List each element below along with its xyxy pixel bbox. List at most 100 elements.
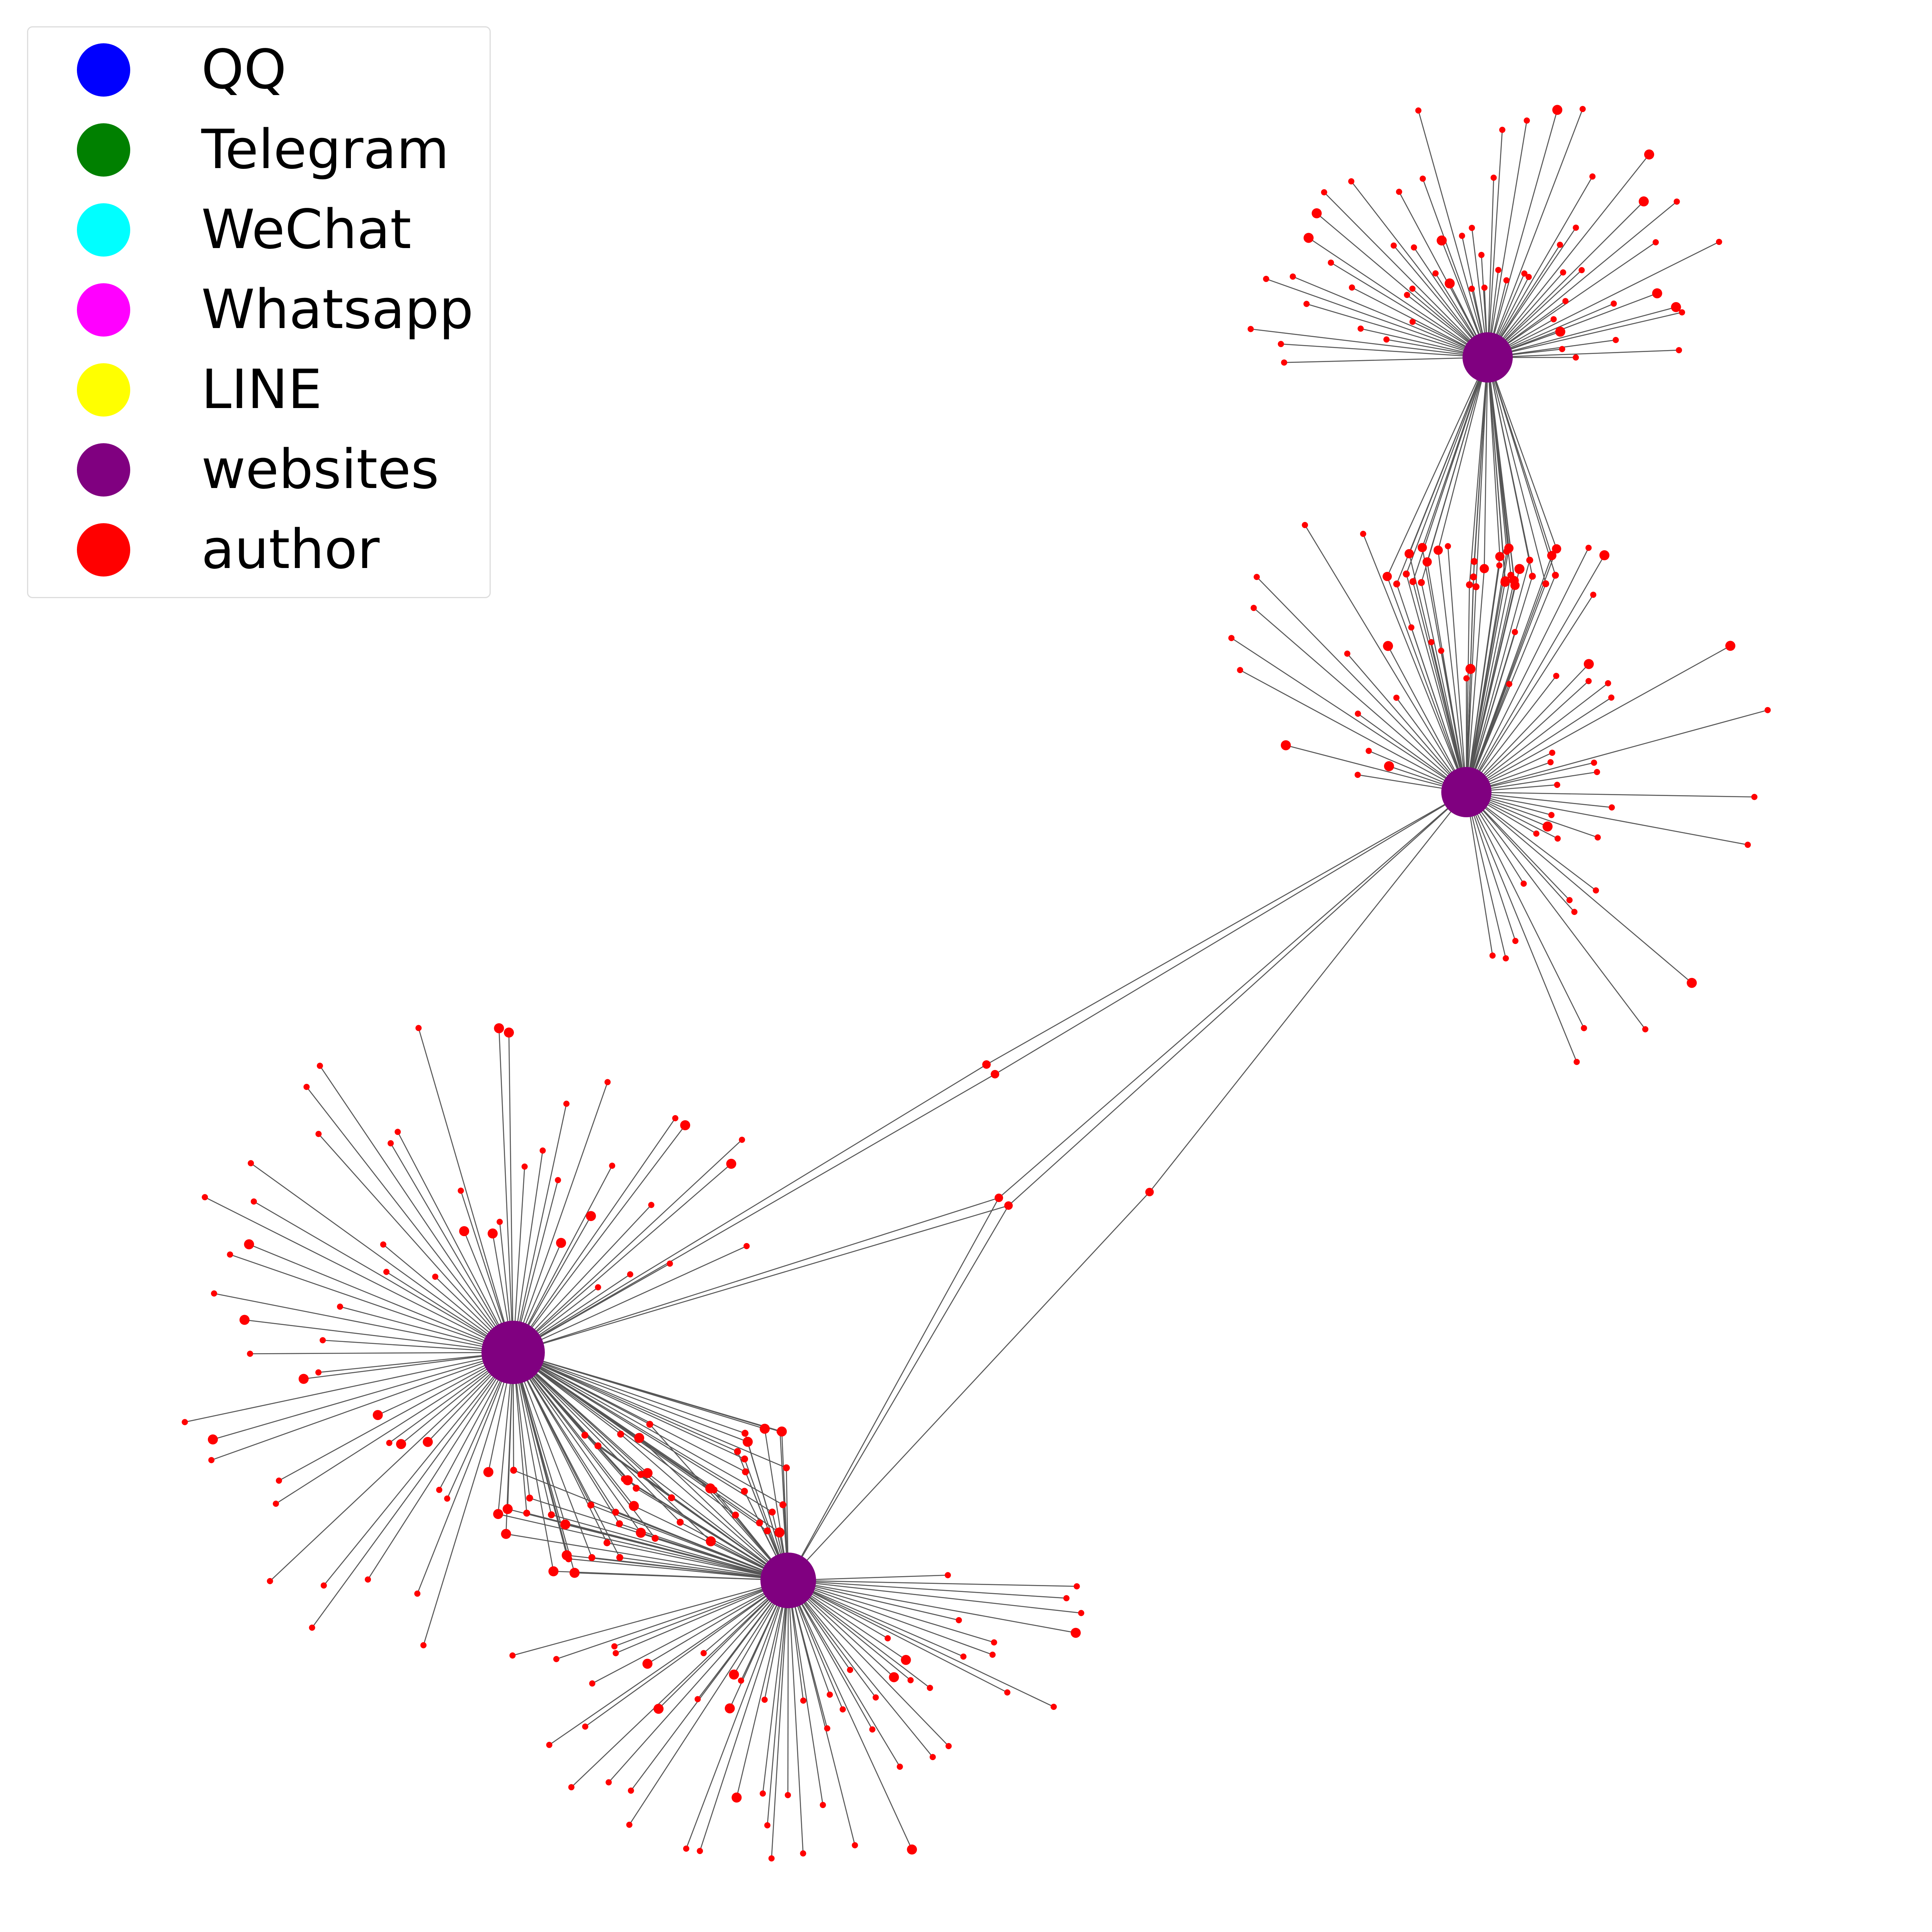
author-node-132: [372, 1410, 383, 1420]
author-node-157: [457, 1187, 464, 1194]
author-node-285: [548, 1511, 555, 1519]
edge-10: [1330, 262, 1488, 358]
author-node-276: [668, 1494, 675, 1502]
author-node-45: [1578, 267, 1585, 274]
edge-197: [787, 1580, 933, 1758]
author-node-100: [1609, 804, 1615, 811]
edge-407: [788, 1192, 1150, 1581]
edge-224: [608, 1580, 789, 1783]
edge-17: [1351, 181, 1488, 358]
author-node-279: [732, 1512, 739, 1519]
website-node-1: [1463, 332, 1513, 383]
edge-361: [507, 1509, 789, 1581]
author-node-58: [1676, 347, 1682, 354]
edge-127: [269, 1352, 514, 1582]
author-node-287: [617, 1430, 624, 1438]
author-node-220: [729, 1669, 739, 1680]
edge-71: [1304, 525, 1467, 793]
author-node-280: [523, 1510, 531, 1517]
author-node-167: [604, 1079, 611, 1085]
edge-99: [1466, 791, 1755, 798]
author-node-17: [1348, 178, 1355, 185]
edge-262: [1437, 357, 1488, 551]
edge-240: [1487, 357, 1500, 557]
author-node-223: [694, 1696, 701, 1702]
edge-148: [250, 1163, 514, 1353]
author-node-115: [1512, 938, 1519, 944]
edge-232: [616, 1580, 789, 1654]
author-node-11: [1303, 233, 1314, 243]
author-node-154: [388, 1140, 394, 1146]
edge-206: [787, 1580, 855, 1845]
legend-label-websites: websites: [201, 438, 439, 501]
author-node-120: [414, 1590, 421, 1597]
author-node-214: [761, 1696, 768, 1703]
edge-405: [787, 1205, 1009, 1581]
edge-158: [418, 1028, 514, 1353]
author-node-278: [769, 1509, 776, 1516]
edge-174: [513, 1139, 743, 1353]
edge-400: [998, 792, 1467, 1198]
edge-61: [1286, 745, 1467, 793]
author-node-133: [208, 1457, 215, 1463]
edge-15: [1323, 192, 1488, 358]
author-node-71: [1302, 522, 1308, 528]
legend-marker-line: [77, 363, 130, 417]
edge-238: [1484, 357, 1488, 569]
author-node-301: [734, 1448, 741, 1455]
edge-141: [214, 1293, 514, 1353]
edge-255: [1466, 585, 1516, 793]
author-node-111: [1642, 1026, 1648, 1032]
author-nodes: [182, 105, 1771, 1862]
edge-39: [1487, 176, 1593, 358]
author-node-249: [1434, 545, 1443, 555]
edge-309: [498, 1514, 789, 1581]
edge-387: [627, 1480, 789, 1581]
author-node-188: [960, 1653, 967, 1660]
edge-50: [1487, 241, 1719, 358]
edge-107: [1466, 791, 1596, 891]
author-node-21: [1444, 278, 1455, 289]
edge-167: [512, 1082, 608, 1353]
author-node-67: [1250, 605, 1257, 611]
author-node-25: [1469, 286, 1475, 292]
author-node-105: [1554, 835, 1561, 842]
edge-91: [1466, 697, 1612, 793]
edge-391: [574, 1572, 789, 1581]
author-node-267: [742, 1468, 749, 1476]
edge-88: [1466, 663, 1589, 793]
edge-368: [512, 1352, 620, 1524]
author-node-316: [982, 1060, 991, 1069]
author-node-78: [1463, 675, 1470, 682]
author-node-199: [847, 1667, 853, 1673]
author-node-128: [396, 1439, 406, 1449]
author-node-43: [1560, 269, 1566, 276]
author-node-54: [1671, 302, 1681, 312]
edge-216: [699, 1580, 789, 1851]
edge-125: [323, 1352, 514, 1586]
edge-282: [1406, 357, 1488, 574]
author-node-270: [677, 1519, 684, 1526]
author-node-164: [539, 1147, 546, 1154]
edge-292: [512, 1352, 554, 1571]
author-node-294: [706, 1536, 716, 1546]
author-node-231: [589, 1680, 595, 1687]
author-node-288: [741, 1488, 748, 1495]
author-node-284: [634, 1433, 645, 1443]
author-node-19: [1432, 270, 1439, 277]
author-node-63: [1366, 748, 1372, 754]
author-node-49: [1550, 316, 1557, 323]
author-node-229: [546, 1742, 553, 1748]
author-node-4: [1357, 325, 1364, 332]
author-node-306: [612, 1509, 619, 1516]
author-node-240: [1405, 549, 1414, 558]
edge-64: [1240, 669, 1467, 793]
author-node-304: [636, 1527, 646, 1538]
edge-95: [1466, 709, 1768, 793]
edge-320: [513, 1352, 773, 1513]
author-node-37: [1521, 270, 1527, 277]
author-node-64: [1237, 667, 1243, 673]
edge-402: [787, 1197, 1000, 1581]
author-node-61: [1281, 740, 1291, 750]
edge-221: [629, 1580, 789, 1825]
